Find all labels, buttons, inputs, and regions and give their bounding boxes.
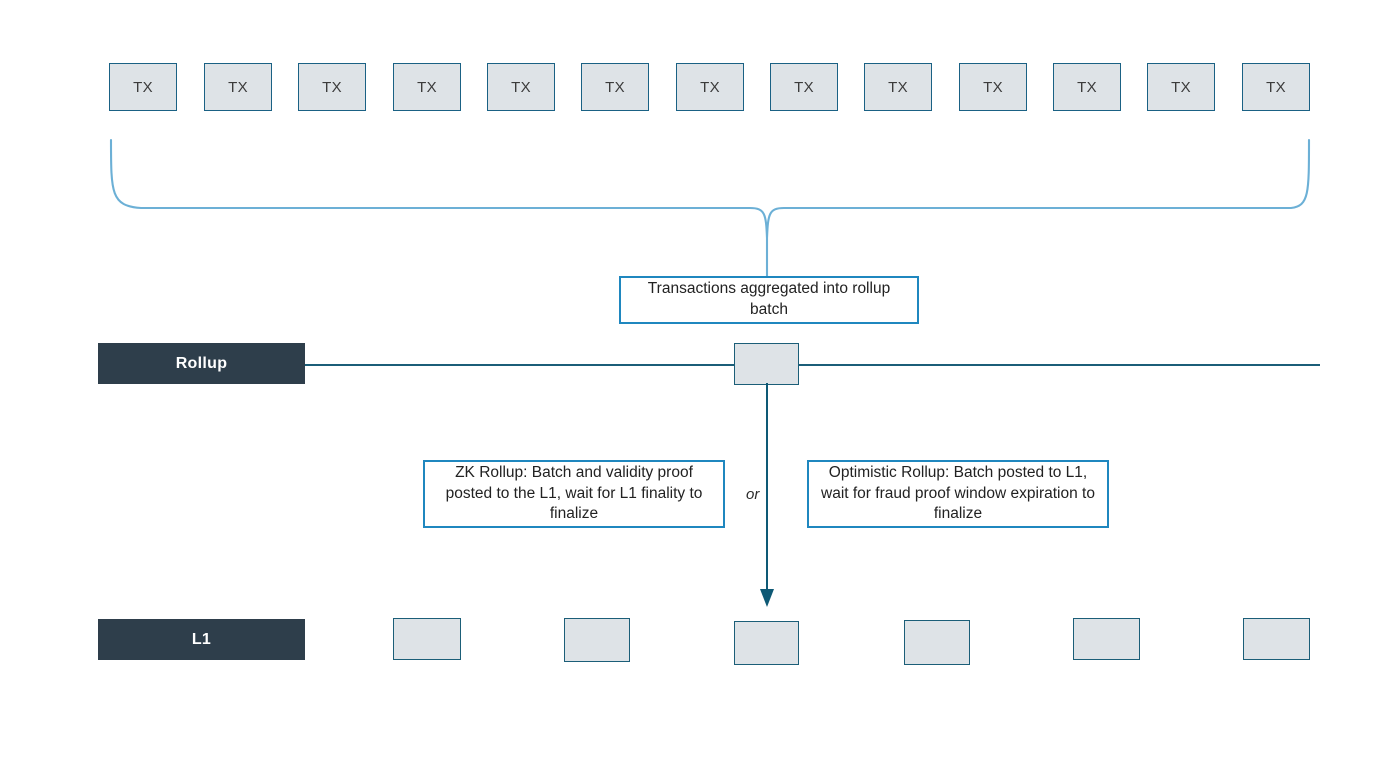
aggregation-brace-icon	[109, 138, 1311, 276]
l1-block	[393, 618, 461, 660]
aggregation-callout-text: Transactions aggregated into rollup batc…	[647, 280, 891, 318]
tx-box: TX	[864, 63, 932, 111]
tx-label: TX	[133, 78, 153, 96]
rollup-batch-block	[734, 343, 799, 385]
tx-label: TX	[888, 78, 908, 96]
tx-box: TX	[581, 63, 649, 111]
tx-label: TX	[605, 78, 625, 96]
tx-label: TX	[511, 78, 531, 96]
or-separator-label: or	[746, 486, 759, 503]
tx-box: TX	[1147, 63, 1215, 111]
tx-label: TX	[1077, 78, 1097, 96]
tx-label: TX	[983, 78, 1003, 96]
batch-to-l1-arrow-icon	[760, 383, 774, 607]
tx-box: TX	[959, 63, 1027, 111]
tx-box: TX	[298, 63, 366, 111]
tx-box: TX	[487, 63, 555, 111]
or-separator-text: or	[746, 486, 760, 503]
tx-label: TX	[1171, 78, 1191, 96]
l1-block	[1243, 618, 1310, 660]
tx-label: TX	[1266, 78, 1286, 96]
l1-block	[1073, 618, 1140, 660]
tx-label: TX	[417, 78, 437, 96]
lane-label-l1: L1	[98, 619, 305, 660]
tx-box: TX	[393, 63, 461, 111]
aggregation-callout: Transactions aggregated into rollup batc…	[619, 276, 919, 324]
lane-label-rollup-text: Rollup	[175, 354, 228, 372]
lane-label-l1-text: L1	[191, 630, 212, 648]
tx-box: TX	[770, 63, 838, 111]
tx-label: TX	[228, 78, 248, 96]
l1-block	[564, 618, 630, 662]
zk-rollup-callout: ZK Rollup: Batch and validity proof post…	[423, 460, 725, 528]
rollup-timeline	[305, 364, 1320, 366]
tx-label: TX	[700, 78, 720, 96]
tx-label: TX	[794, 78, 814, 96]
tx-box: TX	[1242, 63, 1310, 111]
l1-block	[734, 621, 799, 665]
optimistic-rollup-callout-text: Optimistic Rollup: Batch posted to L1, w…	[821, 463, 1095, 523]
tx-box: TX	[1053, 63, 1121, 111]
l1-block	[904, 620, 970, 665]
tx-box: TX	[204, 63, 272, 111]
tx-label: TX	[322, 78, 342, 96]
optimistic-rollup-callout: Optimistic Rollup: Batch posted to L1, w…	[807, 460, 1109, 528]
tx-box: TX	[109, 63, 177, 111]
zk-rollup-callout-text: ZK Rollup: Batch and validity proof post…	[445, 463, 703, 523]
tx-box: TX	[676, 63, 744, 111]
lane-label-rollup: Rollup	[98, 343, 305, 384]
